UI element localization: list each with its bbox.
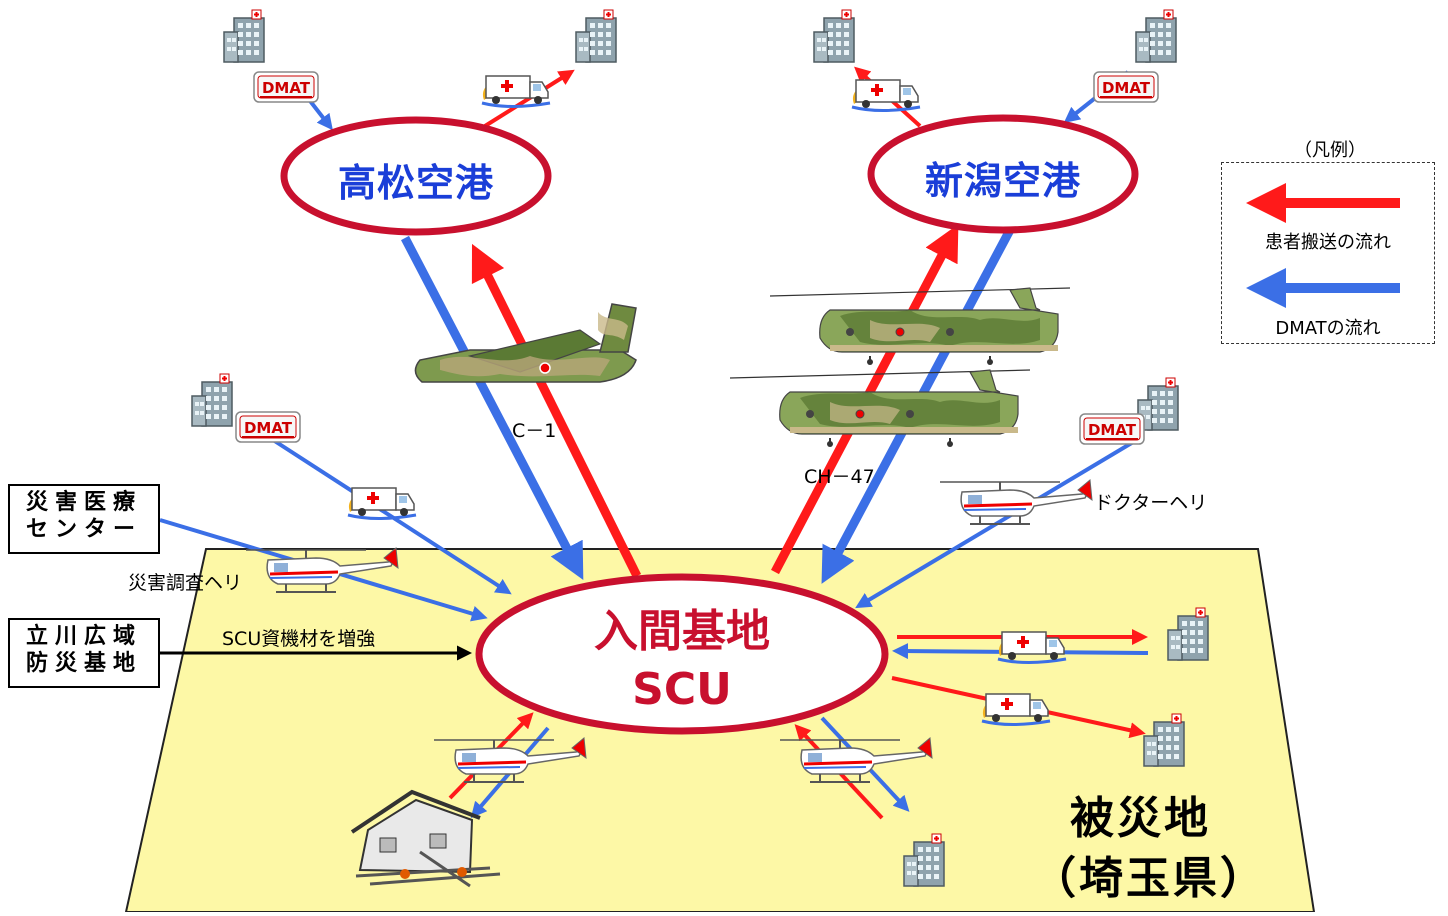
doctor-heli-label: ドクターヘリ: [1094, 492, 1208, 514]
disaster-area-label: 被災地: [1070, 793, 1211, 844]
takamatsu-airport-label: 高松空港: [337, 161, 494, 205]
c1-aircraft-icon: [414, 303, 637, 383]
hospital-icon: [223, 9, 265, 63]
niigata-airport-ellipse: [867, 114, 1139, 234]
legend-dmat-flow-label: DMATの流れ: [1275, 318, 1381, 339]
dmat-badge: [253, 71, 319, 103]
hospital-icon: [191, 373, 233, 427]
disaster-center-line1: 災害医療: [25, 490, 142, 515]
patient-arrow-scu-to-takamatsu: [471, 243, 642, 579]
hospital-icon: [575, 9, 617, 63]
ambulance-icon: [480, 74, 552, 109]
ch47-label: CH－47: [804, 466, 875, 488]
helicopter-icon: [938, 478, 1094, 526]
tachikawa-line1: 立川広域: [25, 624, 142, 649]
collapsed-house-icon: [350, 789, 501, 888]
c1-label: C－1: [512, 420, 557, 442]
takamatsu-airport-ellipse: [280, 116, 552, 236]
iruma-scu-ellipse: [475, 573, 889, 735]
arrow-right-dmat-to-scu: [855, 436, 1142, 609]
scu-reinforce-label: SCU資機材を増強: [222, 628, 376, 650]
hospital-icon: [813, 9, 855, 63]
ambulance-icon: [346, 486, 418, 521]
ambulance-icon: [850, 78, 922, 113]
arrow-takamatsu-to-hospital: [483, 69, 575, 128]
hospital-icon: [1135, 9, 1177, 63]
tachikawa-line2: 防災基地: [25, 651, 142, 676]
dmat-arrow-takamatsu-to-scu: [401, 235, 584, 580]
tachikawa-base-box: 立川広域 防災基地: [8, 618, 160, 688]
legend-title: （凡例）: [1294, 140, 1366, 161]
niigata-airport-label: 新潟空港: [924, 159, 1081, 203]
dmat-badge: [1093, 71, 1159, 103]
disaster-medical-center-box: 災害医療 センター: [8, 484, 160, 554]
disaster-center-line2: センター: [25, 517, 142, 542]
dmat-badge: [1079, 413, 1145, 445]
legend-patient-flow-label: 患者搬送の流れ: [1265, 232, 1391, 253]
iruma-base-label: 入間基地: [594, 606, 770, 657]
saitama-label: （埼玉県）: [1032, 853, 1267, 904]
survey-heli-label: 災害調査ヘリ: [128, 572, 243, 594]
dmat-badge: [235, 411, 301, 443]
arrow-left-dmat-to-scu: [268, 436, 512, 595]
scu-label: SCU: [632, 664, 732, 715]
